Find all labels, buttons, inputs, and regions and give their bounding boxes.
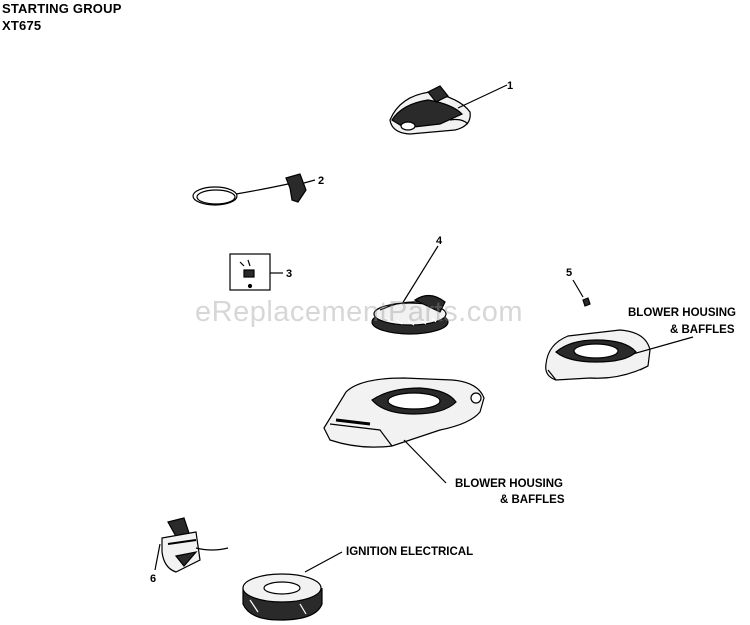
leader-ignition: [304, 551, 343, 573]
callout-6: 6: [150, 573, 156, 585]
part-flywheel[interactable]: [242, 573, 323, 621]
leader-4: [401, 245, 439, 305]
callout-5: 5: [566, 267, 572, 279]
leader-6: [154, 543, 161, 571]
leader-2: [303, 179, 316, 184]
label-blower-small-line2: & BAFFLES: [670, 324, 735, 336]
part-screw[interactable]: [582, 297, 591, 307]
leader-5: [572, 279, 584, 298]
leader-blower-large: [403, 439, 447, 484]
diagram-title: STARTING GROUP: [2, 1, 122, 16]
callout-1: 1: [507, 80, 513, 92]
leader-blower-small: [632, 336, 694, 355]
callout-4: 4: [436, 235, 443, 247]
part-hardware-kit[interactable]: [229, 253, 271, 291]
part-blower-housing-large[interactable]: [323, 377, 485, 448]
part-flywheel-screen[interactable]: [371, 294, 449, 335]
label-blower-large-line1: BLOWER HOUSING: [455, 478, 563, 490]
callout-2: 2: [318, 175, 324, 187]
part-blower-housing-small[interactable]: [545, 329, 651, 381]
leader-1: [457, 84, 508, 109]
watermark: eReplacementParts.com: [195, 296, 524, 328]
part-starter-rope[interactable]: [192, 173, 307, 206]
part-recoil-starter[interactable]: [389, 85, 471, 135]
model-number: XT675: [2, 18, 42, 33]
part-ignition-module[interactable]: [161, 517, 229, 573]
label-blower-small-line1: BLOWER HOUSING: [628, 307, 736, 319]
callout-3: 3: [286, 268, 292, 280]
label-ignition: IGNITION ELECTRICAL: [346, 546, 473, 558]
label-blower-large-line2: & BAFFLES: [500, 494, 565, 506]
